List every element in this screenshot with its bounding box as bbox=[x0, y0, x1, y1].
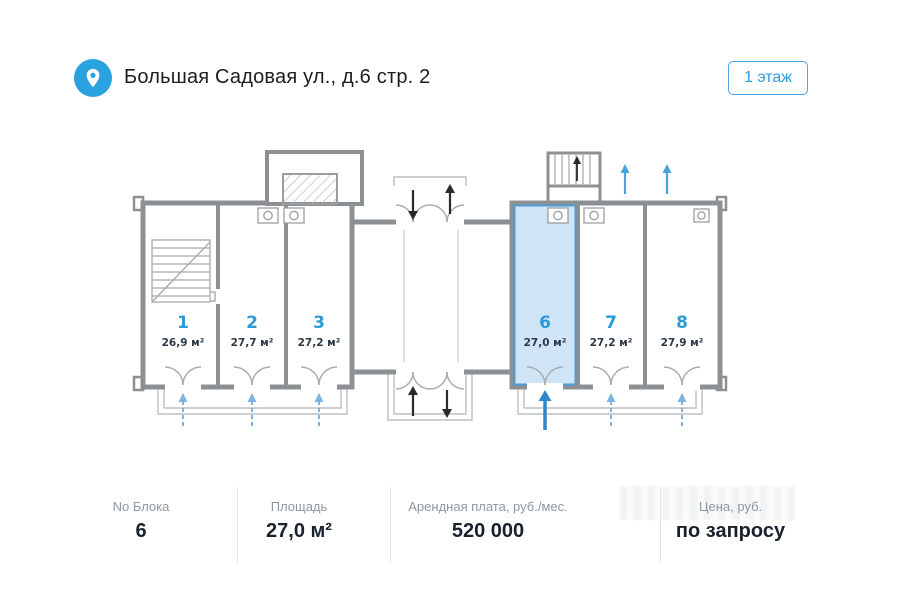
footer-column-area: Площадь 27,0 м² bbox=[237, 487, 390, 563]
stair-arrowhead bbox=[573, 156, 581, 164]
rear-staircase bbox=[546, 151, 602, 203]
footer-column-rent: Арендная плата, руб./мес. 520 000 bbox=[390, 487, 660, 563]
footer-column-price: Цена, руб. по запросу bbox=[660, 487, 900, 563]
watermark bbox=[620, 486, 795, 520]
unit-doors bbox=[164, 366, 701, 391]
partition-door-gap bbox=[215, 289, 221, 304]
unit-region-1[interactable] bbox=[146, 208, 215, 384]
vestibule bbox=[265, 150, 364, 206]
area-label: Площадь bbox=[270, 499, 328, 514]
service-fixtures bbox=[257, 207, 710, 224]
unit-6-highlight[interactable] bbox=[513, 204, 577, 386]
rent-label: Арендная плата, руб./мес. bbox=[408, 499, 568, 514]
unit-2-area: 27,7 м² bbox=[231, 337, 274, 349]
block-number-value: 6 bbox=[135, 520, 147, 542]
unit-8-area: 27,9 м² bbox=[661, 337, 704, 349]
stair-hatch bbox=[282, 173, 338, 205]
rent-value: 520 000 bbox=[451, 520, 525, 542]
unit-region-6[interactable] bbox=[515, 208, 575, 384]
unit-region-7[interactable] bbox=[581, 208, 642, 384]
block-number-label: No Блока bbox=[112, 499, 170, 514]
unit-3-area: 27,2 м² bbox=[298, 337, 341, 349]
unit-entrance-arrows bbox=[178, 164, 687, 430]
unit-3-number: 3 bbox=[313, 313, 325, 333]
unit-6-number: 6 bbox=[539, 313, 551, 333]
summary-bar: No Блока 6 Площадь 27,0 м² Арендная плат… bbox=[0, 487, 900, 563]
unit-region-2[interactable] bbox=[221, 208, 283, 384]
price-value: по запросу bbox=[675, 520, 786, 542]
unit-1-number: 1 bbox=[177, 313, 189, 333]
floor-selector-badge[interactable]: 1 этаж bbox=[728, 61, 808, 95]
central-entrance-arrows bbox=[408, 184, 455, 418]
unit-labels: 1 26,9 м² 2 27,7 м² 3 27,2 м² 6 27,0 м² … bbox=[162, 313, 704, 349]
pin-glyph bbox=[86, 68, 100, 88]
hall-inner-walls bbox=[403, 230, 459, 362]
price-label: Цена, руб. bbox=[698, 499, 763, 514]
unit1-staircase bbox=[151, 239, 211, 303]
unit-region-8[interactable] bbox=[648, 208, 717, 384]
unit-2-number: 2 bbox=[246, 313, 258, 333]
unit-1-area: 26,9 м² bbox=[162, 337, 205, 349]
footer-column-block-number: No Блока 6 bbox=[0, 487, 237, 563]
hall-doors bbox=[395, 204, 465, 390]
central-hall bbox=[349, 219, 515, 375]
location-pin-icon bbox=[74, 59, 112, 97]
page-title: Большая Садовая ул., д.6 стр. 2 bbox=[124, 66, 431, 88]
area-value: 27,0 м² bbox=[266, 520, 332, 542]
unit-7-number: 7 bbox=[605, 313, 617, 333]
unit-region-3[interactable] bbox=[289, 208, 349, 384]
unit-8-number: 8 bbox=[676, 313, 688, 333]
unit-6-area: 27,0 м² bbox=[524, 337, 567, 349]
unit-7-area: 27,2 м² bbox=[590, 337, 633, 349]
